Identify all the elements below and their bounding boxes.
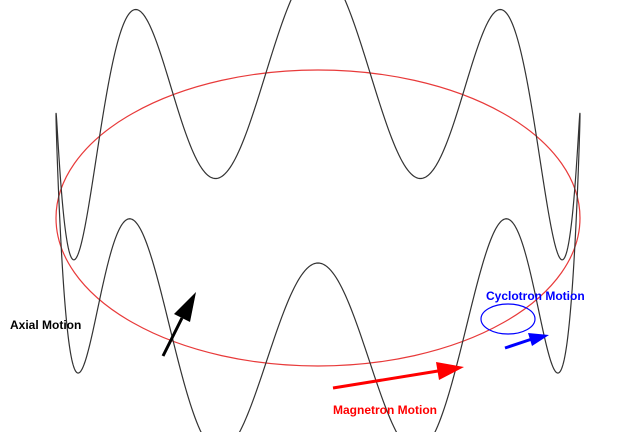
magnetron-orbit — [55, 69, 581, 367]
axial-arrow — [161, 292, 196, 357]
particle-trajectory — [55, 0, 581, 432]
cyclotron-motion-label: Cyclotron Motion — [486, 289, 585, 303]
magnetron-motion-label: Magnetron Motion — [333, 403, 437, 417]
cyclotron-orbit — [480, 303, 536, 335]
magnetron-arrow — [332, 362, 464, 390]
axial-motion-label: Axial Motion — [10, 318, 81, 332]
cyclotron-arrow — [504, 333, 549, 350]
